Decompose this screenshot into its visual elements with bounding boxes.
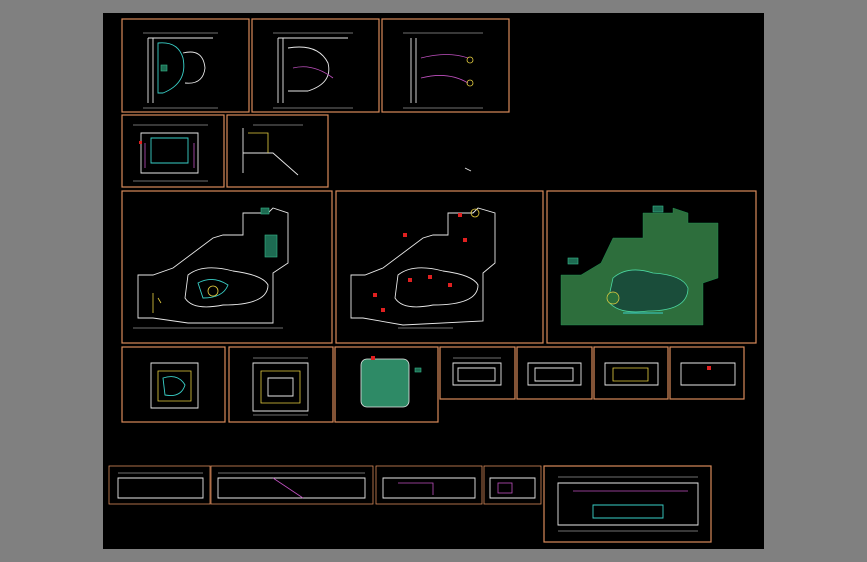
sheet-elevation-2[interactable] [516,346,593,400]
sheet-long-elevation-1[interactable] [108,465,211,505]
sheet-ceiling-detail-1[interactable] [121,346,226,423]
sheet-stair-detail-3[interactable] [381,18,510,113]
cad-drawing [108,18,757,543]
cad-drawing-canvas[interactable] [103,13,764,549]
sheet-long-elevation-4[interactable] [483,465,542,505]
sheet-floor-plan-lighting[interactable] [335,190,544,344]
sheet-elevation-3[interactable] [593,346,669,400]
sheet-elevation-4[interactable] [669,346,745,400]
sheet-floor-plan-flooring[interactable] [546,190,757,344]
stray-annotation-mark [464,167,472,172]
sheet-stair-section[interactable] [226,114,329,188]
sheet-ceiling-detail-2[interactable] [228,346,334,423]
sheet-stair-detail-2[interactable] [251,18,380,113]
sheet-ceiling-detail-3[interactable] [334,346,439,423]
sheet-elevation-1[interactable] [439,346,516,400]
sheet-long-elevation-3[interactable] [375,465,483,505]
sheet-stair-detail-1[interactable] [121,18,250,113]
sheet-floor-plan-furniture[interactable] [121,190,333,344]
sheet-section-large[interactable] [543,465,712,543]
sheet-room-plan-small[interactable] [121,114,225,188]
sheet-long-elevation-2[interactable] [210,465,374,505]
